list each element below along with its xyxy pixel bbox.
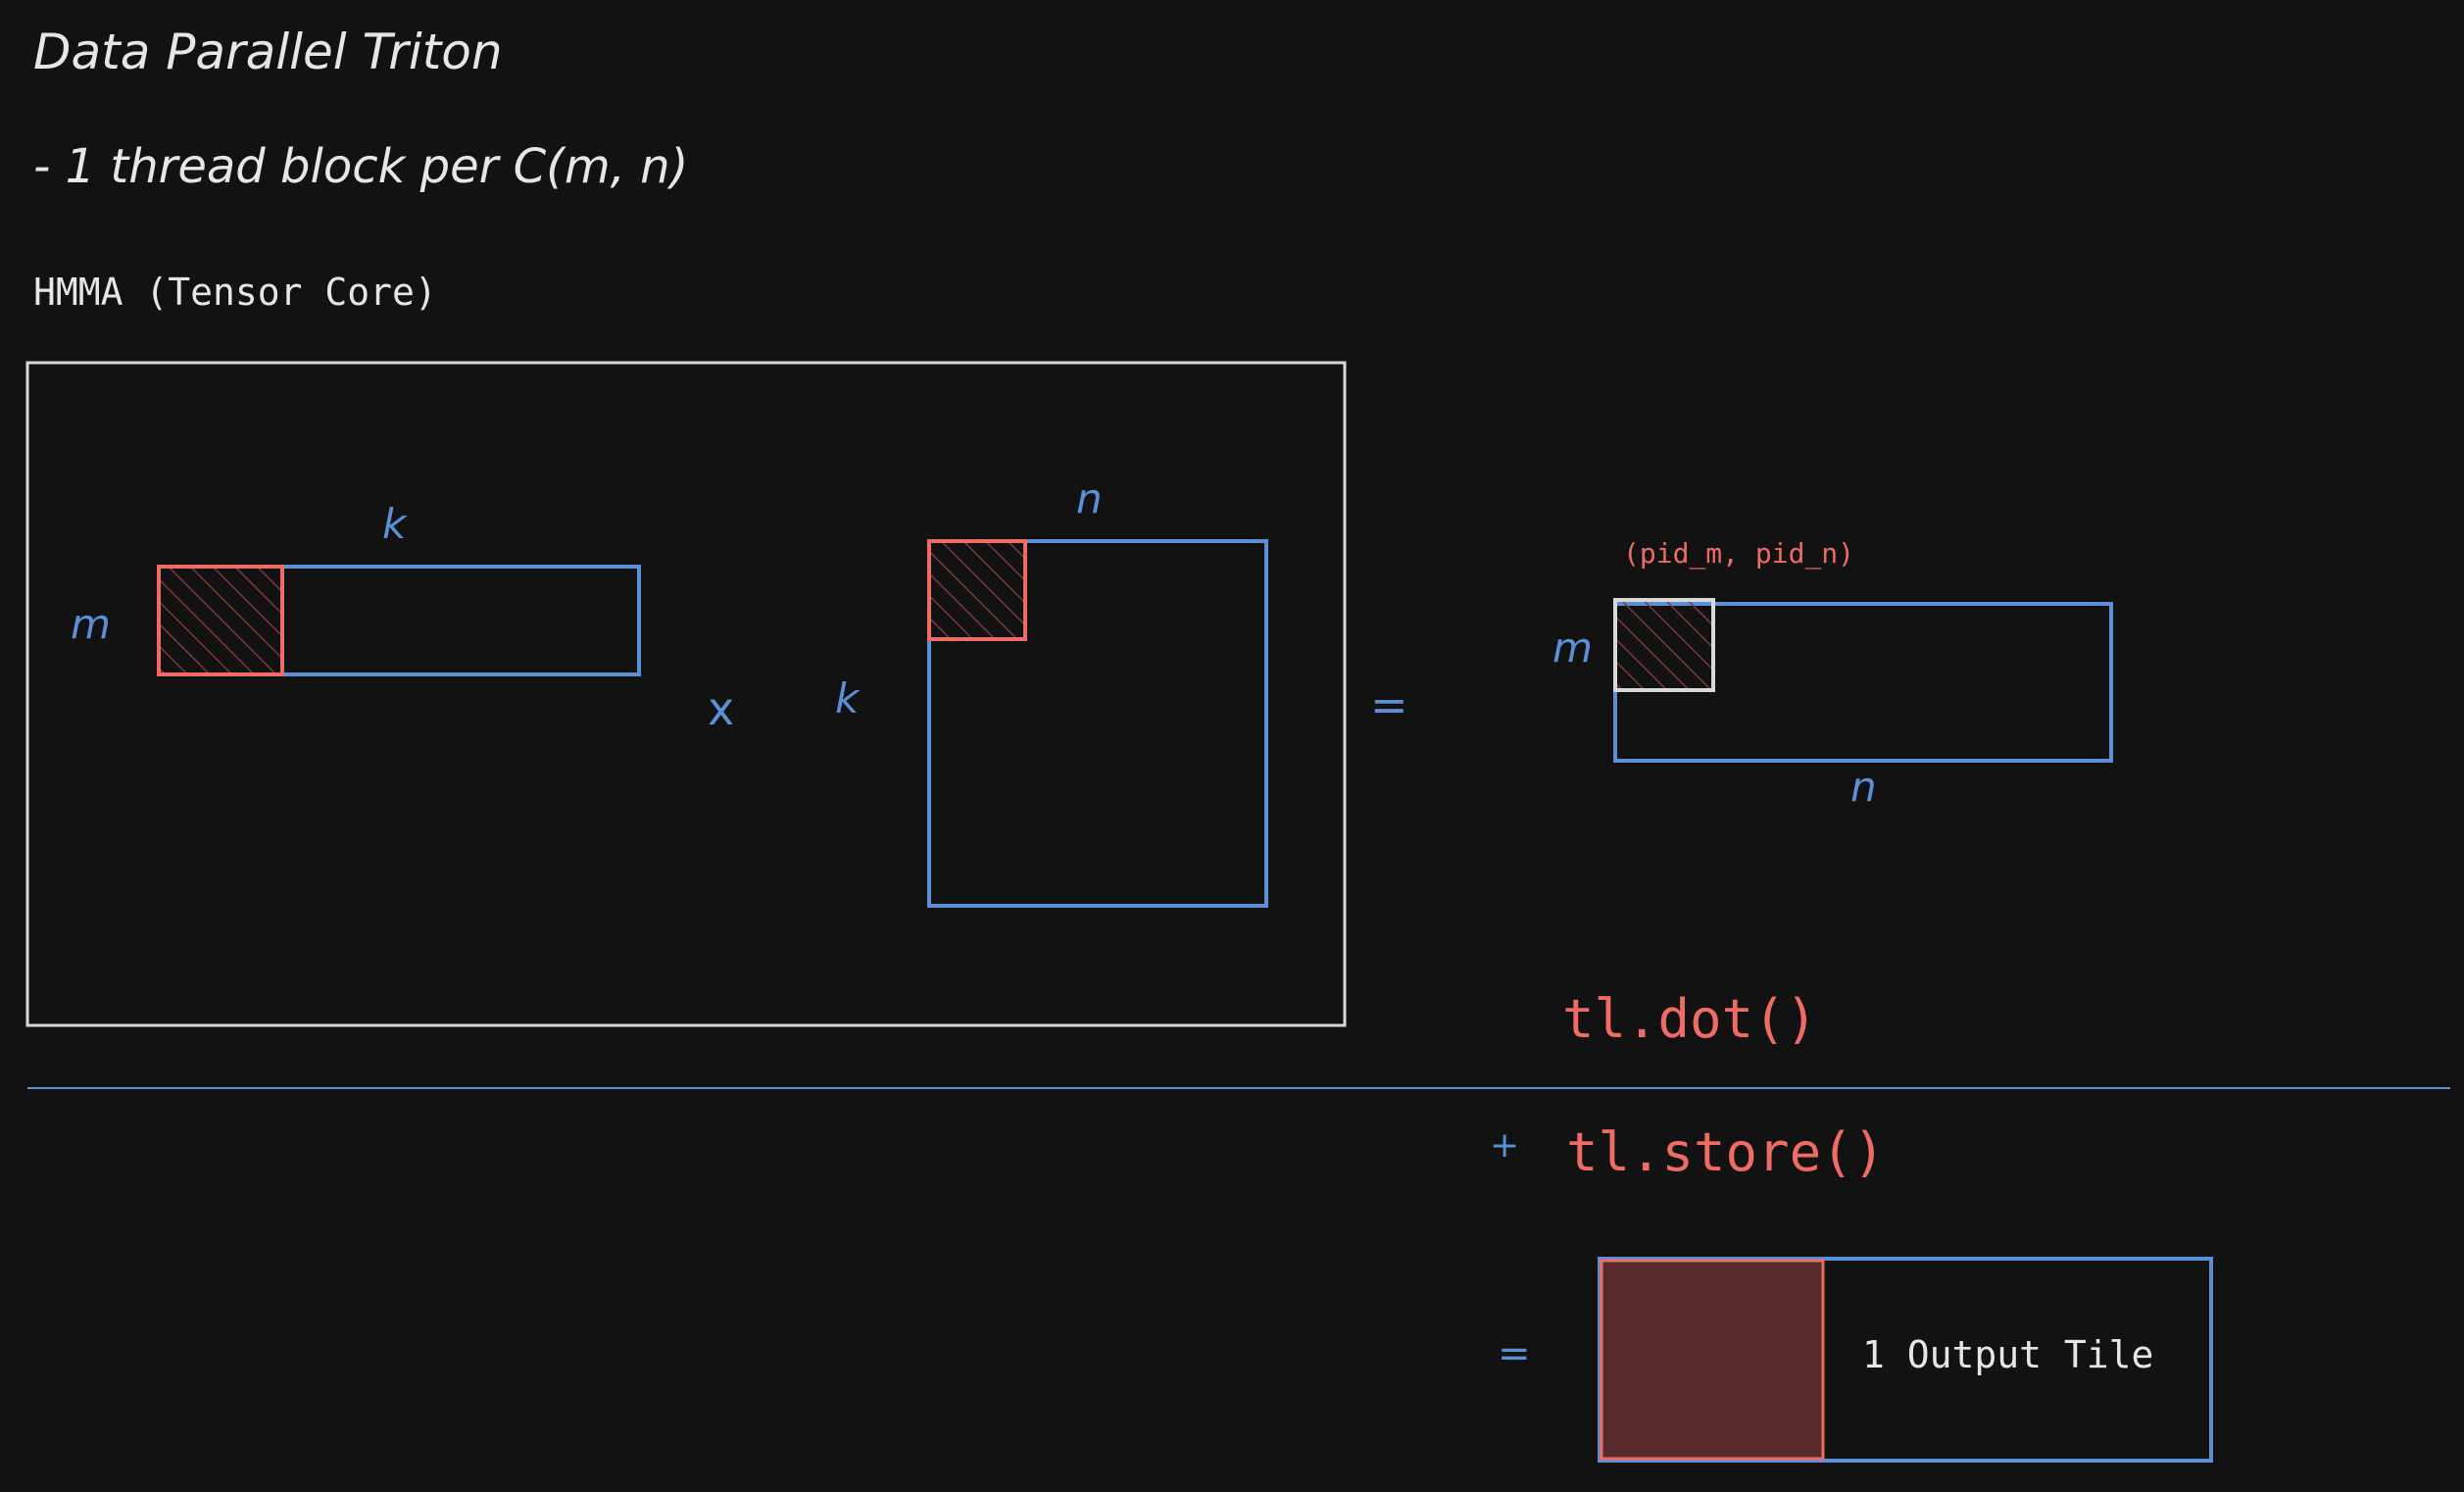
tl-dot-call: tl.dot() bbox=[1562, 988, 1818, 1050]
matrix-a-col-label: k bbox=[382, 500, 407, 548]
matrix-c-col-label: n bbox=[1850, 763, 1877, 811]
subtitle: - 1 thread block per C(m, n) bbox=[33, 139, 689, 194]
hmma-caption: HMMA (Tensor Core) bbox=[33, 271, 437, 314]
matrix-b-tile bbox=[927, 539, 1027, 641]
tl-store-call: tl.store() bbox=[1566, 1121, 1886, 1183]
plus-operator: + bbox=[1490, 1125, 1520, 1166]
output-tile-label: 1 Output Tile bbox=[1862, 1333, 2154, 1376]
matrix-c-row-label: m bbox=[1552, 623, 1593, 671]
multiply-operator: x bbox=[708, 682, 735, 735]
equals-operator-output: = bbox=[1498, 1331, 1531, 1376]
matrix-b bbox=[927, 539, 1268, 908]
equals-operator: = bbox=[1370, 678, 1408, 731]
matrix-b-col-label: n bbox=[1076, 474, 1103, 522]
tile-coordinate-label: (pid_m, pid_n) bbox=[1623, 537, 1855, 570]
matrix-a-tile bbox=[157, 565, 284, 676]
output-box bbox=[1598, 1257, 2213, 1463]
hmma-box bbox=[25, 361, 1347, 1027]
page-title: Data Parallel Triton bbox=[33, 24, 503, 80]
output-filled-tile bbox=[1600, 1259, 1825, 1461]
matrix-b-row-label: k bbox=[835, 674, 860, 722]
matrix-a-row-label: m bbox=[71, 600, 111, 648]
matrix-c-tile bbox=[1613, 598, 1715, 692]
